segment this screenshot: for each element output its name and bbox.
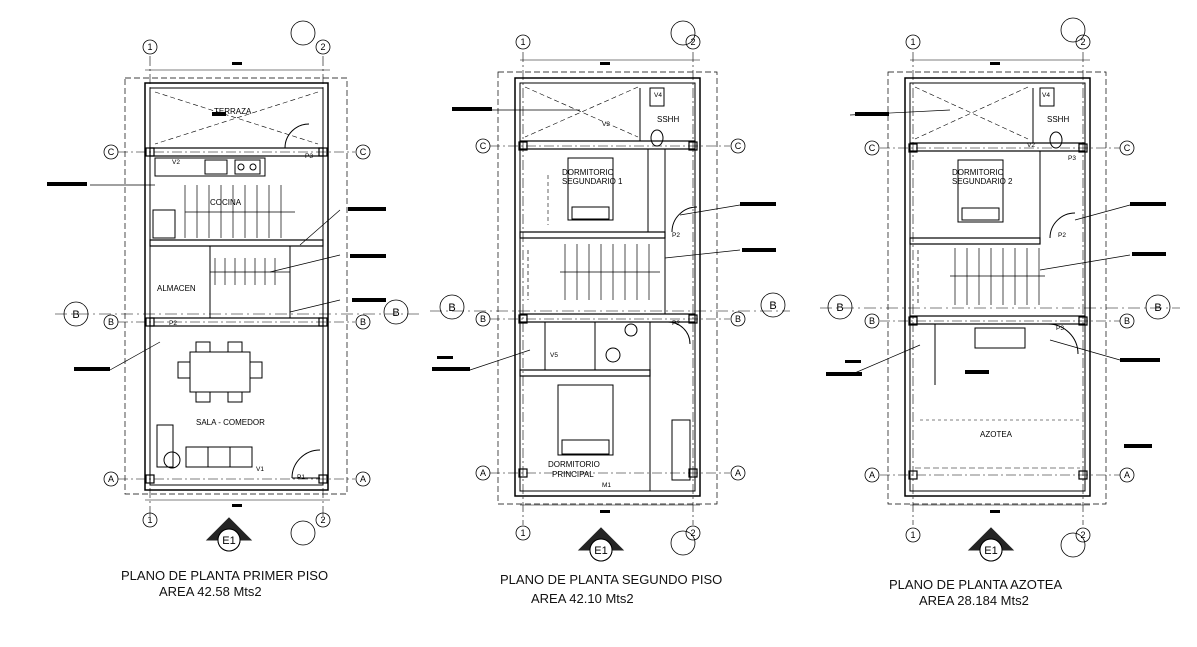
- axis-c: C: [735, 141, 742, 151]
- axis-b: B: [480, 314, 486, 324]
- room-label-almacen: ALMACEN: [157, 284, 196, 293]
- room-label-terraza: TERRAZA: [214, 107, 252, 116]
- tag-v4: V4: [654, 92, 662, 99]
- tag-v2: V2: [172, 159, 180, 166]
- room-label-azotea: AZOTEA: [980, 430, 1013, 439]
- tag-p2: P2: [169, 320, 177, 327]
- axis-a: A: [869, 470, 875, 480]
- room-label-dormitorio-3: DORMITORIO: [952, 168, 1004, 177]
- axis-1: 1: [910, 530, 915, 540]
- plan-primer-piso: [55, 56, 420, 520]
- axis-2: 2: [320, 515, 325, 525]
- axis-b: B: [360, 317, 366, 327]
- tag-v4-b: V4: [1042, 92, 1050, 99]
- grid-bubbles: [63, 17, 1171, 558]
- plan-azotea: [820, 52, 1180, 525]
- axis-1: 1: [147, 42, 152, 52]
- axis-1: 1: [910, 37, 915, 47]
- axis-1: 1: [520, 37, 525, 47]
- room-label-sshh-2: SSHH: [1047, 115, 1069, 124]
- plan-area-azotea: AREA 28.184 Mts2: [919, 593, 1029, 608]
- annotation-bars: [47, 62, 1166, 513]
- plan-area-primer-piso: AREA 42.58 Mts2: [159, 584, 262, 599]
- tag-p3: P3: [305, 153, 313, 160]
- axis-a: A: [360, 474, 366, 484]
- axis-1: 1: [520, 528, 525, 538]
- axis-b: B: [108, 317, 114, 327]
- plan-segundo-piso: [430, 52, 790, 525]
- axis-a: A: [735, 468, 741, 478]
- section-b-label: B: [1154, 302, 1161, 314]
- section-b-label: B: [72, 309, 79, 321]
- axis-b: B: [1124, 316, 1130, 326]
- tag-p3-c: P3: [1056, 325, 1064, 332]
- tag-p2-d: P2: [1058, 232, 1066, 239]
- axis-c: C: [360, 147, 367, 157]
- tag-v2-c: V2: [1027, 142, 1035, 149]
- tag-v5: V5: [550, 352, 558, 359]
- room-label-segundario-2: SEGUNDARIO 2: [952, 177, 1013, 186]
- section-b-label: B: [448, 302, 455, 314]
- axis-c: C: [480, 141, 487, 151]
- section-b-label: B: [392, 307, 399, 319]
- plan-area-segundo-piso: AREA 42.10 Mts2: [531, 591, 634, 606]
- elevation-e1-label: E1: [222, 535, 235, 547]
- plan-title-primer-piso: PLANO DE PLANTA PRIMER PISO: [121, 568, 329, 583]
- elevation-e1-label: E1: [984, 545, 997, 557]
- section-b-label: B: [769, 300, 776, 312]
- axis-c: C: [108, 147, 115, 157]
- room-label-dormitorio-principal: DORMITORIO: [548, 460, 600, 469]
- tag-p2-c: P2: [672, 320, 680, 327]
- room-label-sshh: SSHH: [657, 115, 679, 124]
- tag-m1: M1: [602, 482, 611, 489]
- axis-1: 1: [147, 515, 152, 525]
- section-b-label: B: [836, 302, 843, 314]
- elevation-markers: [205, 517, 1015, 562]
- axis-a: A: [108, 474, 114, 484]
- axis-2: 2: [1080, 37, 1085, 47]
- tag-p2-b: P2: [672, 232, 680, 239]
- plan-title-azotea: PLANO DE PLANTA AZOTEA: [889, 577, 1063, 592]
- axis-2: 2: [690, 37, 695, 47]
- room-label-cocina: COCINA: [210, 198, 242, 207]
- elevation-e1-label: E1: [594, 545, 607, 557]
- tag-v1: V1: [256, 466, 264, 473]
- axis-2: 2: [320, 42, 325, 52]
- axis-2: 2: [1080, 530, 1085, 540]
- axis-a: A: [480, 468, 486, 478]
- axis-2: 2: [690, 528, 695, 538]
- room-label-dormitorio-2: DORMITORIO: [562, 168, 614, 177]
- tag-v2-b: V2: [602, 121, 610, 128]
- room-label-principal: PRINCIPAL: [552, 470, 594, 479]
- plan-title-segundo-piso: PLANO DE PLANTA SEGUNDO PISO: [500, 572, 723, 587]
- axis-b: B: [869, 316, 875, 326]
- room-label-segundario-1: SEGUNDARIO 1: [562, 177, 623, 186]
- tag-p1: P1: [297, 474, 305, 481]
- tag-p3-b: P3: [1068, 155, 1076, 162]
- axis-c: C: [1124, 143, 1131, 153]
- room-label-sala-comedor: SALA - COMEDOR: [196, 418, 265, 427]
- axis-c: C: [869, 143, 876, 153]
- columns: [145, 141, 1088, 484]
- axis-b: B: [735, 314, 741, 324]
- axis-a: A: [1124, 470, 1130, 480]
